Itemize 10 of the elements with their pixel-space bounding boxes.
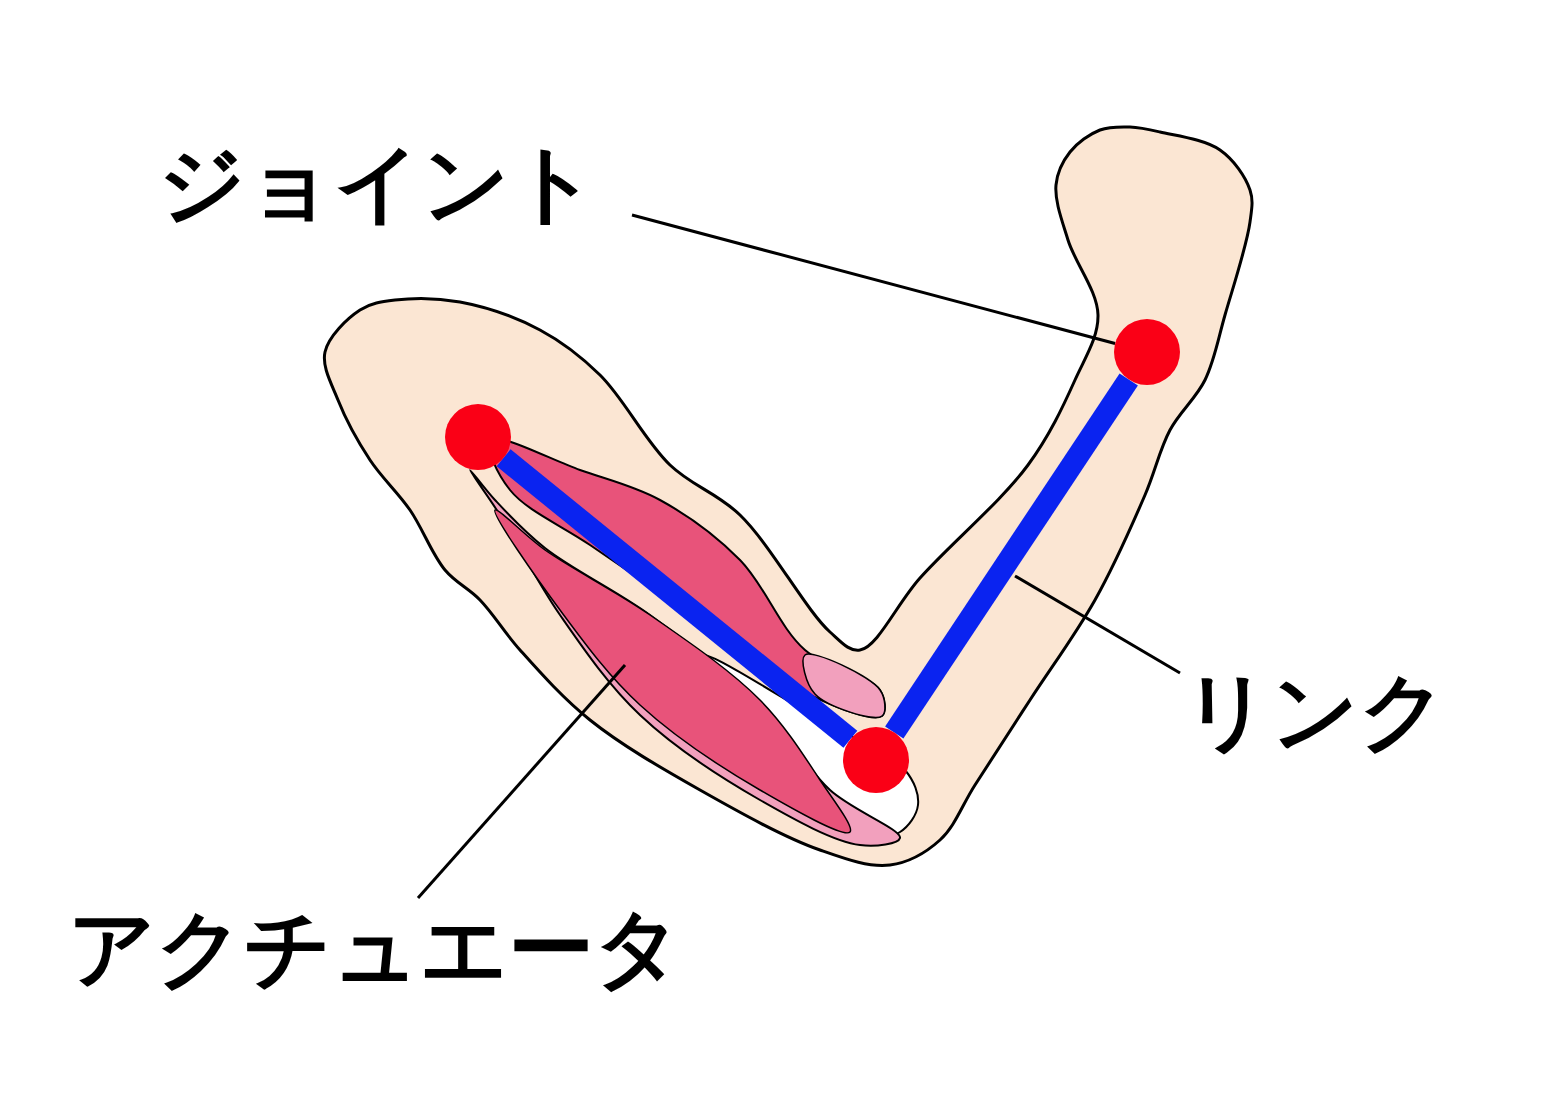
part-label: リンク [1183, 668, 1447, 754]
link-bar [885, 373, 1138, 739]
leader-line [1014, 574, 1181, 675]
part-label: ジョイント [158, 140, 598, 226]
part-label: アクチュエータ [68, 905, 682, 991]
joint-marker [444, 403, 512, 471]
joint-marker [1113, 318, 1181, 386]
joint-marker [842, 726, 910, 794]
leader-line [416, 664, 627, 899]
leader-line [631, 213, 1116, 345]
